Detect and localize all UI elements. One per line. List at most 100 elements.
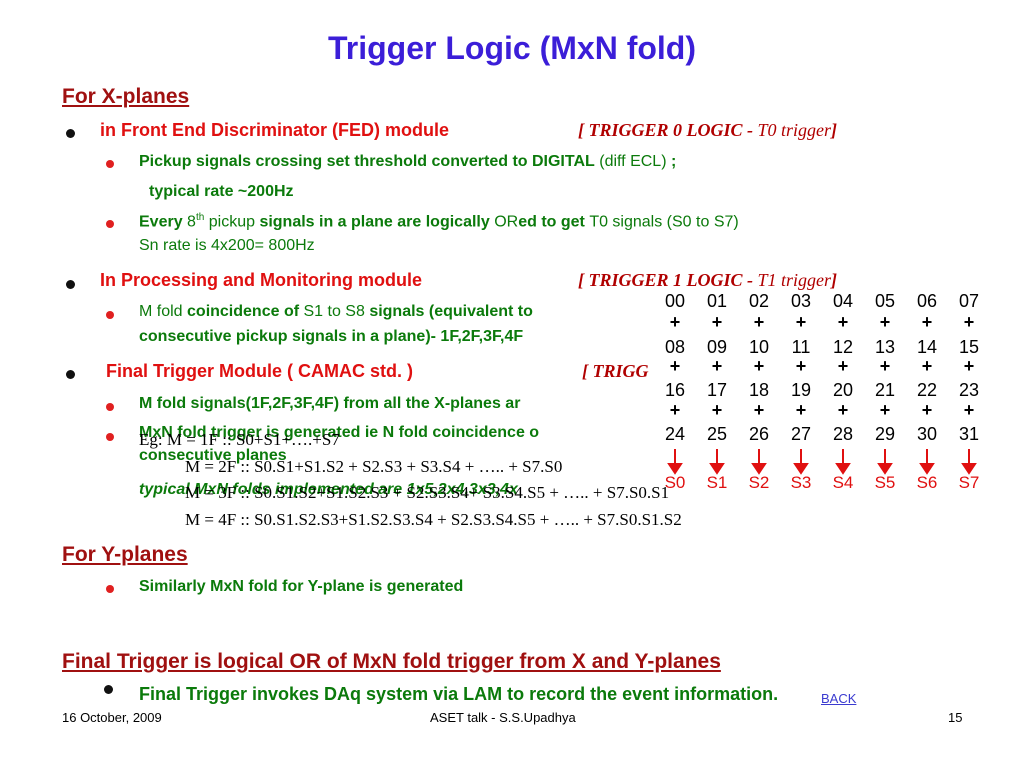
pickup-27: 27 bbox=[790, 424, 812, 444]
pickup-24: 24 bbox=[664, 424, 686, 444]
plus: + bbox=[795, 400, 807, 420]
plus: + bbox=[921, 400, 933, 420]
grid-row-bg bbox=[655, 380, 995, 402]
pickup-25: 25 bbox=[706, 424, 728, 444]
pickup-17: 17 bbox=[706, 380, 728, 400]
pickup-29: 29 bbox=[874, 424, 896, 444]
pickup-02: 02 bbox=[748, 291, 770, 311]
pickup-14: 14 bbox=[916, 337, 938, 357]
fed-sub2: Every 8th pickup signals in a plane are … bbox=[139, 212, 739, 231]
pickup-04: 04 bbox=[832, 291, 854, 311]
trigger1-label: [ TRIGGER 1 LOGIC - T1 trigger] bbox=[578, 270, 838, 290]
plus: + bbox=[837, 312, 849, 332]
pickup-21: 21 bbox=[874, 380, 896, 400]
plus: + bbox=[921, 356, 933, 376]
pickup-15: 15 bbox=[958, 337, 980, 357]
y-planes-text: Similarly MxN fold for Y-plane is genera… bbox=[139, 578, 464, 595]
plus: + bbox=[795, 356, 807, 376]
pm-text: In Processing and Monitoring module bbox=[100, 270, 423, 290]
plus: + bbox=[711, 356, 723, 376]
arrow-row bbox=[667, 449, 977, 475]
bullet-pm bbox=[66, 280, 75, 289]
grid-row-bg bbox=[655, 290, 995, 312]
signal-s6: S6 bbox=[916, 473, 938, 492]
plus: + bbox=[669, 400, 681, 420]
signal-s1: S1 bbox=[706, 473, 728, 492]
pickup-22: 22 bbox=[916, 380, 938, 400]
signal-s5: S5 bbox=[874, 473, 896, 492]
y-planes-heading: For Y-planes bbox=[62, 543, 188, 566]
pickup-31: 31 bbox=[958, 424, 980, 444]
plus: + bbox=[753, 312, 765, 332]
pickup-16: 16 bbox=[664, 380, 686, 400]
bullet-ftm bbox=[66, 370, 75, 379]
plus: + bbox=[753, 356, 765, 376]
fed-sub1: Pickup signals crossing set threshold co… bbox=[139, 153, 677, 170]
trigger0-label: [ TRIGGER 0 LOGIC - T0 trigger] bbox=[578, 120, 838, 140]
bullet-y-sub bbox=[106, 585, 114, 593]
plus: + bbox=[963, 356, 975, 376]
ftm-sub2-line1: MxN fold trigger is generated ie N fold … bbox=[139, 424, 540, 441]
bullet-final bbox=[104, 685, 113, 694]
pm-sub1-line2: consecutive pickup signals in a plane)- … bbox=[139, 328, 524, 345]
pickup-20: 20 bbox=[832, 380, 854, 400]
pickup-19: 19 bbox=[790, 380, 812, 400]
equation-4f: M = 4F :: S0.S1.S2.S3+S1.S2.S3.S4 + S2.S… bbox=[185, 510, 682, 529]
bullet-ftm-sub1 bbox=[106, 403, 114, 411]
pickup-18: 18 bbox=[748, 380, 770, 400]
plus: + bbox=[879, 312, 891, 332]
pickup-06: 06 bbox=[916, 291, 938, 311]
ftm-sub2-line2: consecutive planes bbox=[139, 447, 287, 464]
plus: + bbox=[669, 312, 681, 332]
ftm-text: Final Trigger Module ( CAMAC std. ) bbox=[106, 361, 413, 381]
bullet-ftm-sub2 bbox=[106, 433, 114, 441]
signal-s7: S7 bbox=[958, 473, 980, 492]
trigger2-label: [ TRIGG bbox=[582, 361, 649, 381]
pickup-28: 28 bbox=[832, 424, 854, 444]
pickup-03: 03 bbox=[790, 291, 812, 311]
pickup-grid: 00 01 02 03 04 05 06 07 + + + + + + + + … bbox=[655, 290, 995, 505]
plus: + bbox=[963, 400, 975, 420]
pickup-08: 08 bbox=[664, 337, 686, 357]
plus: + bbox=[711, 400, 723, 420]
plus: + bbox=[837, 356, 849, 376]
pickup-12: 12 bbox=[832, 337, 854, 357]
pickup-09: 09 bbox=[706, 337, 728, 357]
pm-sub1: M fold coincidence of S1 to S8 signals (… bbox=[139, 303, 533, 320]
final-trigger-heading: Final Trigger is logical OR of MxN fold … bbox=[62, 650, 721, 673]
pickup-26: 26 bbox=[748, 424, 770, 444]
bullet-fed-sub2 bbox=[106, 220, 114, 228]
fed-sub2-rate: Sn rate is 4x200= 800Hz bbox=[139, 237, 315, 254]
grid-row-bg bbox=[655, 424, 995, 446]
plus: + bbox=[879, 400, 891, 420]
plus: + bbox=[711, 312, 723, 332]
pickup-13: 13 bbox=[874, 337, 896, 357]
plus: + bbox=[795, 312, 807, 332]
page-title: Trigger Logic (MxN fold) bbox=[328, 30, 696, 66]
fed-sub1-rate: typical rate ~200Hz bbox=[149, 183, 294, 200]
signal-s2: S2 bbox=[748, 473, 770, 492]
x-planes-heading: For X-planes bbox=[62, 85, 190, 108]
pickup-30: 30 bbox=[916, 424, 938, 444]
plus: + bbox=[921, 312, 933, 332]
footer-date: 16 October, 2009 bbox=[62, 710, 162, 725]
ftm-sub2-line3: typical MxN folds implemented are 1x5,2x… bbox=[139, 481, 518, 498]
footer-page-number: 15 bbox=[948, 710, 963, 725]
plus: + bbox=[753, 400, 765, 420]
bullet-pm-sub1 bbox=[106, 311, 114, 319]
fed-text: in Front End Discriminator (FED) module bbox=[100, 120, 450, 140]
pickup-11: 11 bbox=[791, 337, 811, 357]
pickup-05: 05 bbox=[874, 291, 896, 311]
equation-2f: M = 2F :: S0.S1+S1.S2 + S2.S3 + S3.S4 + … bbox=[185, 457, 563, 476]
plus: + bbox=[879, 356, 891, 376]
footer-talk: ASET talk - S.S.Upadhya bbox=[430, 710, 576, 725]
signal-s0: S0 bbox=[664, 473, 686, 492]
pickup-01: 01 bbox=[706, 291, 728, 311]
plus: + bbox=[963, 312, 975, 332]
signal-s4: S4 bbox=[832, 473, 854, 492]
bullet-fed-sub1 bbox=[106, 160, 114, 168]
pickup-10: 10 bbox=[748, 337, 770, 357]
grid-row-bg bbox=[655, 337, 995, 359]
back-link[interactable]: BACK bbox=[821, 691, 857, 706]
ftm-sub1: M fold signals(1F,2F,3F,4F) from all the… bbox=[139, 395, 521, 412]
